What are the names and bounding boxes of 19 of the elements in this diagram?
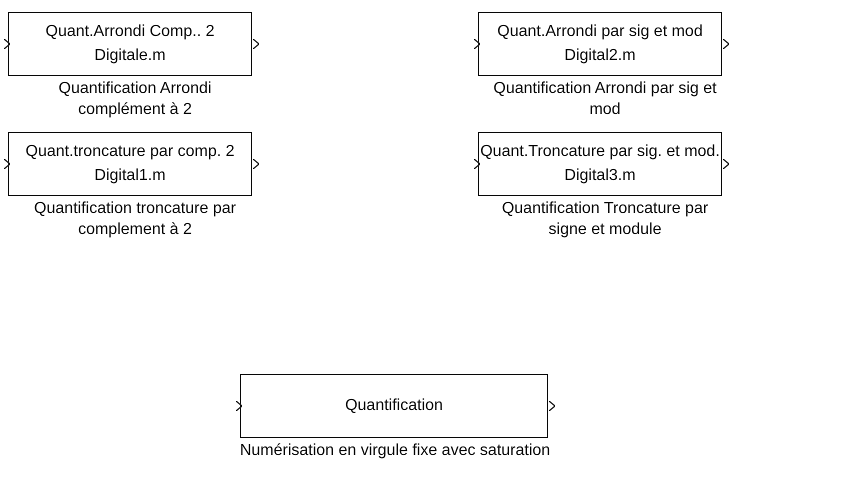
block-box xyxy=(8,12,252,76)
block-caption: Quantification Troncature par signe et module xyxy=(500,199,710,240)
block-caption: Quantification Arrondi complément à 2 xyxy=(58,79,212,120)
block-caption: Numérisation en virgule fixe avec saturation xyxy=(238,441,552,461)
block-caption: Quantification Arrondi par sig et mod xyxy=(492,79,718,120)
file-name: Digital2.m xyxy=(564,47,636,65)
block-box xyxy=(8,132,252,196)
block-caption: Quantification troncature par complement à 2 xyxy=(33,199,237,240)
file-name: Digital3.m xyxy=(564,167,636,185)
block-title: Quant.Arrondi Comp.. 2 xyxy=(46,23,214,41)
file-name: Digitale.m xyxy=(94,47,166,65)
file-name: Digital1.m xyxy=(94,167,166,185)
block-title: Quantification xyxy=(345,397,443,415)
block-title: Quant.Troncature par sig. et mod. xyxy=(480,143,720,161)
block-title: Quant.Arrondi par sig et mod xyxy=(497,23,703,41)
block-box xyxy=(240,374,548,438)
block-title: Quant.troncature par comp. 2 xyxy=(26,143,234,161)
block-box xyxy=(478,12,722,76)
block-box xyxy=(478,132,722,196)
